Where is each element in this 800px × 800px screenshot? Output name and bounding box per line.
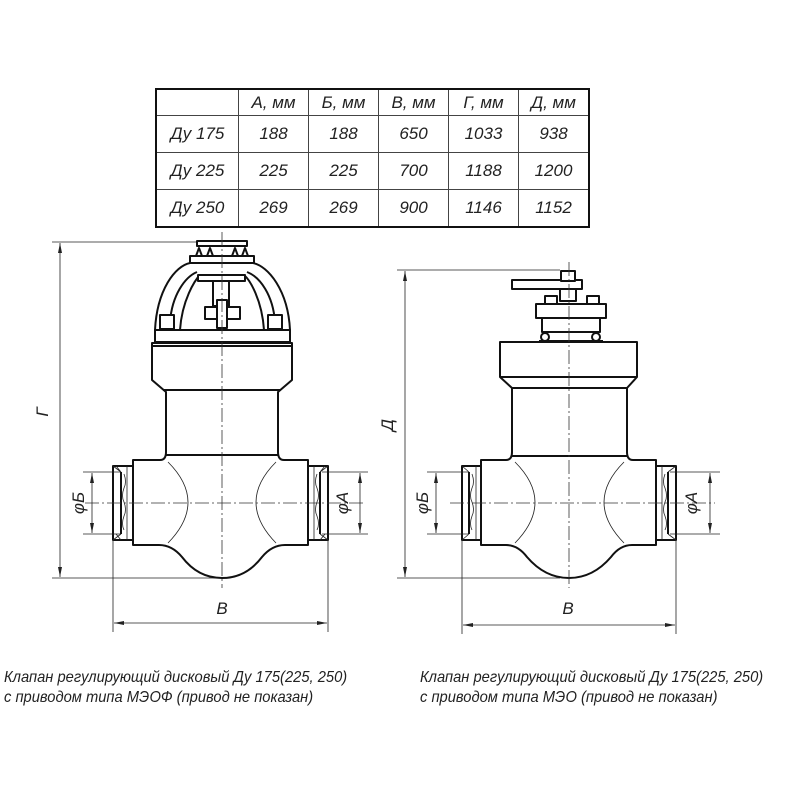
actuator-mount [511,270,607,342]
valve-body [132,342,309,579]
height-dimension-g: Г [33,241,215,579]
table-cell: 700 [378,152,449,190]
right-caption: Клапан регулирующий дисковый Ду 175(225,… [420,668,763,708]
width-label: В [216,599,227,618]
bolt-icon [544,295,558,305]
dia-b-dimension: φБ [69,471,120,535]
table-cell: 650 [378,115,449,153]
table-cell: 938 [518,115,590,153]
bolt-icon [586,295,600,305]
left-valve-view: Г [33,232,368,632]
dia-b-dimension: φБ [413,471,468,535]
table-header-cell: В, мм [378,88,449,116]
bolt-icon [159,314,175,330]
table-cell: 269 [238,189,309,228]
table-cell: 1200 [518,152,590,190]
dia-b-label: φБ [413,492,432,514]
table-row: Ду 225 225 225 700 1188 1200 [155,152,590,190]
lever-icon [511,279,583,290]
table-cell: 188 [308,115,379,153]
caption-line: с приводом типа МЭОФ (привод не показан) [4,689,314,706]
dia-b-label: φБ [69,492,88,514]
dia-a-dimension: φА [322,471,368,535]
table-row: Ду 175 188 188 650 1033 938 [155,115,590,153]
table-cell: 1152 [518,189,590,228]
bolt-icon [267,314,283,330]
dia-a-label: φА [682,492,701,514]
right-valve-view: Д [378,262,720,634]
width-dimension-b: В [461,540,677,634]
dia-a-label: φА [333,492,352,514]
row-label: Ду 225 [155,152,239,190]
caption-line: Клапан регулирующий дисковый Ду 175(225,… [4,669,348,686]
width-label: В [562,599,573,618]
table-cell: 188 [238,115,309,153]
table-cell: 225 [238,152,309,190]
caption-line: с приводом типа МЭО (привод не показан) [420,689,718,706]
table-header-cell: А, мм [238,88,309,116]
valve-body [480,341,657,579]
left-caption: Клапан регулирующий дисковый Ду 175(225,… [4,668,347,708]
height-label: Д [378,419,397,433]
caption-line: Клапан регулирующий дисковый Ду 175(225,… [420,669,764,686]
row-label: Ду 175 [155,115,239,153]
row-label: Ду 250 [155,189,239,228]
dimensions-table: А, мм Б, мм В, мм Г, мм Д, мм Ду 175 188… [155,88,590,228]
dia-a-dimension: φА [670,471,720,535]
table-cell: 900 [378,189,449,228]
actuator-bracket [154,240,291,343]
height-label: Г [33,406,52,417]
table-cell: 269 [308,189,379,228]
table-cell: 1188 [448,152,519,190]
table-row: Ду 250 269 269 900 1146 1152 [155,189,590,228]
height-dimension-d: Д [378,269,560,579]
width-dimension-b: В [112,540,329,632]
table-cell: 1146 [448,189,519,228]
